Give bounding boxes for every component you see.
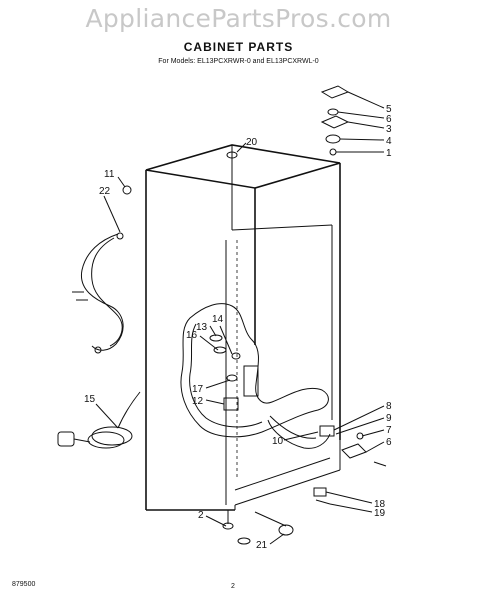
model-list: For Models: EL13PCXRWR-0 and EL13PCXRWL-… [158, 58, 319, 65]
hinge-parts-top [320, 85, 350, 156]
plug-part-11 [122, 185, 132, 195]
callout-4: 4 [386, 136, 392, 147]
diagram-code: 879500 [12, 581, 36, 588]
callout-21: 21 [256, 540, 268, 551]
callout-20: 20 [246, 137, 258, 148]
callout-6-bottom: 6 [386, 437, 392, 448]
callout-2: 2 [198, 510, 204, 521]
callout-19: 19 [374, 508, 386, 519]
callout-12: 12 [192, 396, 204, 407]
watermark: AppliancePartsPros.com [85, 4, 392, 33]
callout-8: 8 [386, 401, 392, 412]
hinge-parts-bottom [313, 425, 387, 505]
callout-18: 18 [374, 499, 386, 510]
callout-16: 16 [186, 330, 198, 341]
callout-6-top: 6 [386, 114, 392, 125]
page-title: CABINET PARTS [183, 40, 294, 54]
leader-lines [95, 91, 385, 545]
callout-22: 22 [99, 186, 111, 197]
page-number: 2 [231, 583, 235, 590]
callout-14: 14 [212, 314, 224, 325]
callout-10: 10 [272, 436, 284, 447]
cabinet-outline [145, 144, 341, 511]
callout-1: 1 [386, 148, 392, 159]
wire-harness-part-22 [72, 232, 124, 354]
callout-7: 7 [386, 425, 392, 436]
leveling-leg-part-2 [222, 510, 251, 545]
callout-5: 5 [386, 104, 392, 115]
callout-9: 9 [386, 413, 392, 424]
callout-11: 11 [104, 169, 115, 180]
callout-13: 13 [196, 322, 208, 333]
callout-15: 15 [84, 394, 96, 405]
power-cord-part-15 [57, 391, 141, 449]
roller-part-21 [254, 511, 294, 536]
cabinet-cutaway [180, 303, 331, 449]
screw-part-20 [226, 151, 238, 215]
inner-parts-12-17 [209, 334, 241, 411]
callout-17: 17 [192, 384, 204, 395]
callout-3: 3 [386, 124, 392, 135]
